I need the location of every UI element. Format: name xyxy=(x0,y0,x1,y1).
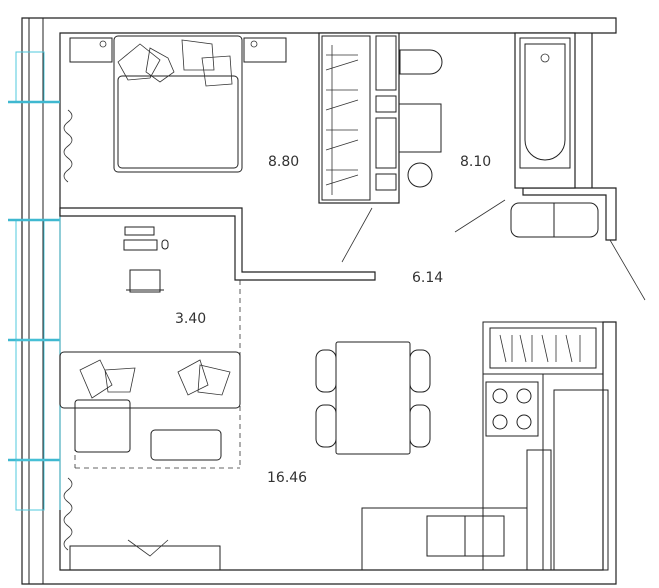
bed xyxy=(63,35,287,183)
room-area-living-kitchen: 16.46 xyxy=(267,470,307,486)
room-area-workspace: 3.40 xyxy=(175,311,206,327)
wardrobe xyxy=(321,35,397,201)
dining-table xyxy=(315,341,431,455)
room-area-bathroom: 8.10 xyxy=(460,154,491,170)
desk xyxy=(74,226,241,469)
room-area-bedroom: 8.80 xyxy=(268,154,299,170)
bathroom-fixtures xyxy=(341,37,646,301)
interior-walls xyxy=(59,32,576,281)
sofa xyxy=(59,351,241,571)
kitchen xyxy=(361,321,609,571)
room-area-hallway: 6.14 xyxy=(412,270,443,286)
